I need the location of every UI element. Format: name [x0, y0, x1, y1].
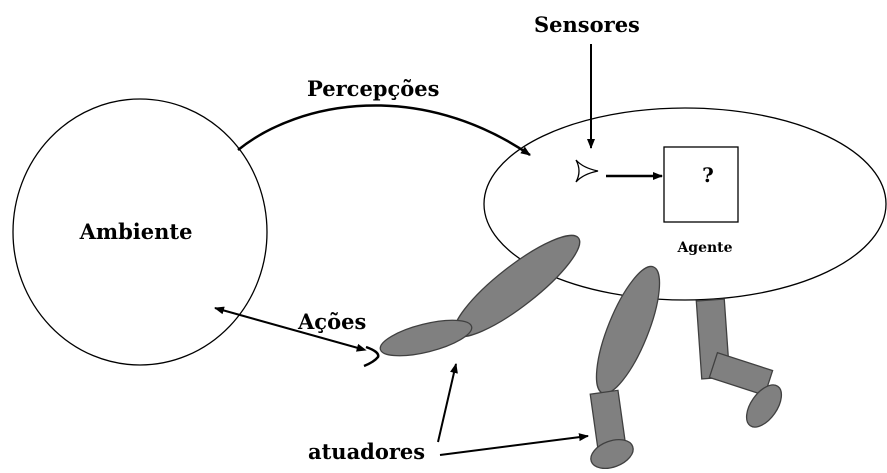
agent-box-question: ? [702, 163, 714, 187]
actuators-label: atuadores [308, 439, 425, 464]
sensor-icon [576, 160, 598, 182]
leg1-foot-limb [587, 434, 637, 473]
environment-label: Ambiente [79, 219, 193, 244]
agent-label: Agente [676, 240, 732, 256]
hand-claw [364, 347, 378, 366]
actions-label: Ações [297, 309, 366, 334]
forearm-limb [377, 313, 475, 363]
leg1-thigh-limb [584, 259, 672, 400]
agent-box [664, 147, 738, 222]
perceptions-arrow [238, 105, 530, 155]
sensors-label: Sensores [534, 12, 640, 37]
actuators-arrow-arm [438, 364, 456, 442]
actuators-arrow-leg [440, 436, 588, 455]
perceptions-label: Percepções [307, 76, 439, 101]
